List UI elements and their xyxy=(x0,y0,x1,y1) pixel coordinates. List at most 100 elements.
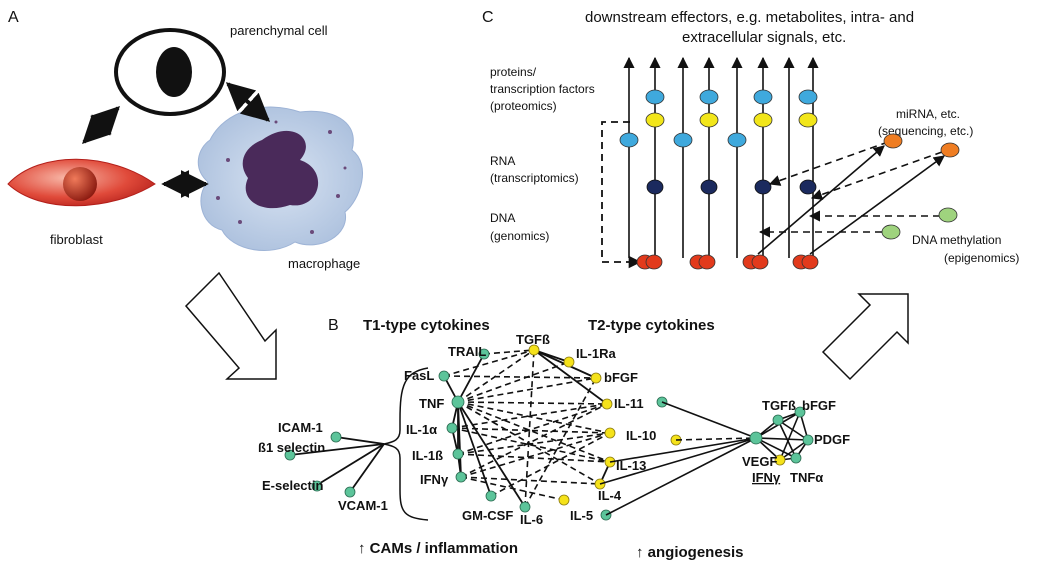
dna-node-2b xyxy=(698,254,716,270)
dashed-edge-tnf-bfgf xyxy=(457,377,597,403)
tf-node-3 xyxy=(753,112,773,128)
macrophage-label: macrophage xyxy=(288,256,360,271)
solid-edge-tgfb-il11 xyxy=(533,349,608,405)
label-transcription-factors: transcription factors xyxy=(490,82,595,96)
node-angio-bfgf xyxy=(794,406,806,418)
panel-c: C downstream effectors, e.g. metabolites… xyxy=(482,9,1019,381)
dashed-edge-tnf-il13 xyxy=(457,401,611,463)
panel-c-columns xyxy=(619,56,819,270)
solid-edge-tnf-ifng xyxy=(457,401,462,478)
panel-c-letter: C xyxy=(482,9,494,26)
label-il5: IL-5 xyxy=(570,508,593,523)
dashed-edge-fasl-tgfb xyxy=(443,349,535,377)
protein-lower-2 xyxy=(673,132,693,148)
panel-b-letter: B xyxy=(328,317,339,334)
label-il11: IL-11 xyxy=(614,396,644,411)
protein-upper-1 xyxy=(645,89,665,105)
dashed-edge-il6-tgfb xyxy=(524,349,535,508)
dna-node-3b xyxy=(751,254,769,270)
protein-lower-3 xyxy=(727,132,747,148)
label-angio-tgfb: TGFß xyxy=(762,398,796,413)
label-dna: DNA xyxy=(490,211,515,225)
label-sequencing: (sequencing, etc.) xyxy=(878,124,973,138)
methylation-node-2 xyxy=(881,224,901,240)
node-angio-pdgf xyxy=(802,434,814,446)
node-il11 xyxy=(601,398,613,410)
dashed-edge-fasl-bfgf xyxy=(443,375,597,379)
node-b1-selectin xyxy=(284,449,296,461)
dashed-edge-tnf-tgfb xyxy=(457,349,535,403)
label-il6: IL-6 xyxy=(520,512,543,527)
dashed-edge-trail-tgfb xyxy=(483,349,535,355)
node-il1a xyxy=(446,422,458,434)
label-tgfb: TGFß xyxy=(516,332,550,347)
node-fasl xyxy=(438,370,450,382)
node-angio-ifng xyxy=(774,454,786,466)
node-il1ra xyxy=(563,356,575,368)
label-il1a: IL-1α xyxy=(406,422,437,437)
label-mirna: miRNA, etc. xyxy=(896,107,960,121)
rna-node-4 xyxy=(799,179,817,195)
rna-node-3 xyxy=(754,179,772,195)
label-il1ra: IL-1Ra xyxy=(576,346,617,361)
label-transcriptomics: (transcriptomics) xyxy=(490,171,579,185)
solid-edge-tnf-trail xyxy=(457,353,485,403)
rna-node-1 xyxy=(646,179,664,195)
label-angio-bfgf: bFGF xyxy=(802,398,836,413)
label-gmcsf: GM-CSF xyxy=(462,508,513,523)
label-fasl: FasL xyxy=(404,368,434,383)
panel-a-letter: A xyxy=(8,9,19,26)
dashed-edge-ifng-il10 xyxy=(460,432,611,478)
arrow-parenchymal-macrophage xyxy=(225,82,271,122)
mirna-node-2 xyxy=(940,142,960,158)
rna-node-2 xyxy=(700,179,718,195)
t1-nodes xyxy=(438,348,531,513)
label-epigenomics: (epigenomics) xyxy=(944,251,1019,265)
dashed-edge-il1b-il10 xyxy=(457,432,611,455)
node-angio-hub xyxy=(749,431,763,445)
node-vcam1 xyxy=(344,486,356,498)
label-il1b: IL-1ß xyxy=(412,448,443,463)
node-il10 xyxy=(604,427,616,439)
label-angio-pdgf: PDGF xyxy=(814,432,850,447)
dashed-edge-il1a-il13 xyxy=(451,427,611,463)
label-vcam1: VCAM-1 xyxy=(338,498,388,513)
footer-cams: ↑ CAMs / inflammation xyxy=(358,540,518,557)
node-tnf xyxy=(451,395,465,409)
protein-upper-2 xyxy=(699,89,719,105)
label-proteomics: (proteomics) xyxy=(490,99,557,113)
dna-to-mirna2 xyxy=(809,155,945,255)
solid-edge-tnf-il6 xyxy=(457,401,526,508)
label-angio-ifng: IFNγ xyxy=(752,470,781,485)
label-proteins: proteins/ xyxy=(490,65,537,79)
angio-nodes xyxy=(749,406,814,464)
parenchymal-nucleus xyxy=(156,47,192,97)
hollow-arrow-b-to-c xyxy=(821,293,909,381)
node-angio-tnfa xyxy=(790,452,802,464)
t2-header: T2-type cytokines xyxy=(588,317,715,334)
dashed-edge-il1a-il10 xyxy=(451,427,611,434)
label-b1-selectin: ß1 selectin xyxy=(258,440,325,455)
node-il1b xyxy=(452,448,464,460)
dashed-edge-tnf-il10 xyxy=(457,401,611,434)
label-dna-methylation: DNA methylation xyxy=(912,233,1001,247)
fibroblast-label: fibroblast xyxy=(50,232,103,247)
arrow-parenchymal-fibroblast xyxy=(82,106,120,144)
mirna2-to-rna xyxy=(810,151,943,200)
dashed-edge-ifng-il4 xyxy=(460,476,601,485)
label-il13: IL-13 xyxy=(616,458,646,473)
node-trail xyxy=(478,348,490,360)
protein-upper-3 xyxy=(753,89,773,105)
tf-node-2 xyxy=(699,112,719,128)
label-il4: IL-4 xyxy=(598,488,622,503)
dashed-edge-il6-bfgf xyxy=(524,377,597,508)
label-angio-tnfa: TNFα xyxy=(790,470,823,485)
methylation-node-1 xyxy=(938,207,958,223)
label-e-selectin: E-selectin xyxy=(262,478,323,493)
hollow-arrow-a-to-b xyxy=(184,271,277,380)
label-rna: RNA xyxy=(490,154,515,168)
fibroblast-nucleus xyxy=(63,167,97,201)
macrophage-nucleus xyxy=(242,130,319,209)
